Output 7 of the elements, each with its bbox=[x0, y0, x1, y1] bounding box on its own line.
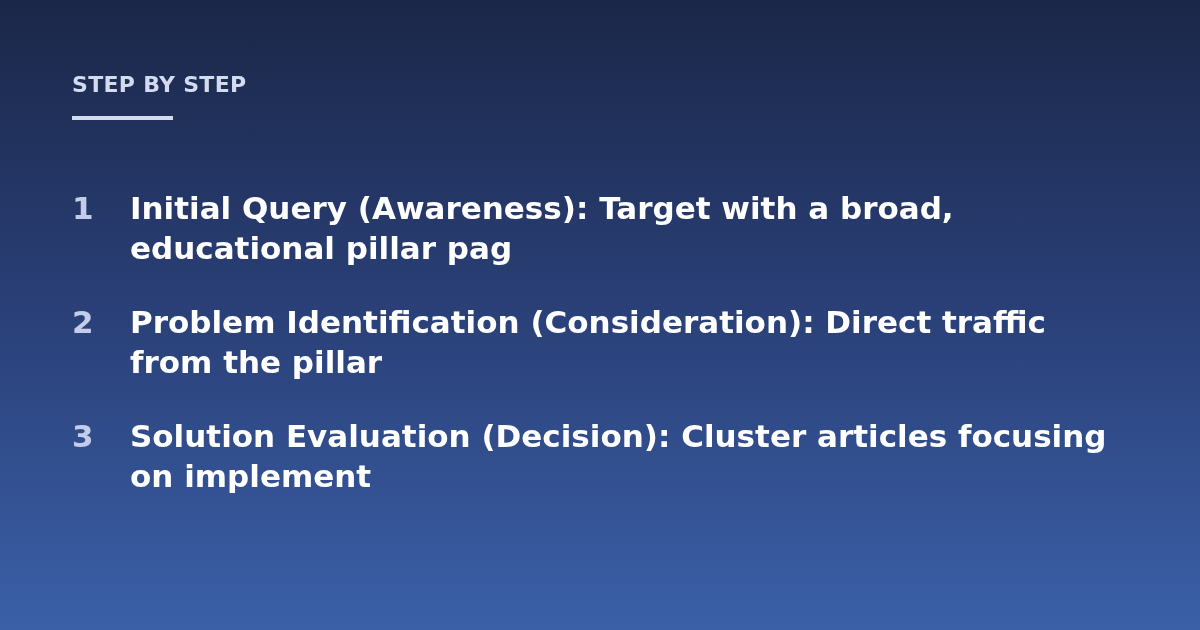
step-text: Problem Identification (Consideration): Direct traffic from the pillar bbox=[130, 303, 1047, 382]
step-number: 1 bbox=[72, 189, 94, 228]
section-heading: STEP BY STEP bbox=[72, 72, 247, 97]
step-text: Initial Query (Awareness): Target with a broad, educational pillar pag bbox=[130, 189, 955, 268]
step-number: 3 bbox=[72, 417, 94, 456]
step-text: Solution Evaluation (Decision): Cluster articles focusing on implement bbox=[130, 417, 1108, 496]
step-number: 2 bbox=[72, 303, 94, 342]
